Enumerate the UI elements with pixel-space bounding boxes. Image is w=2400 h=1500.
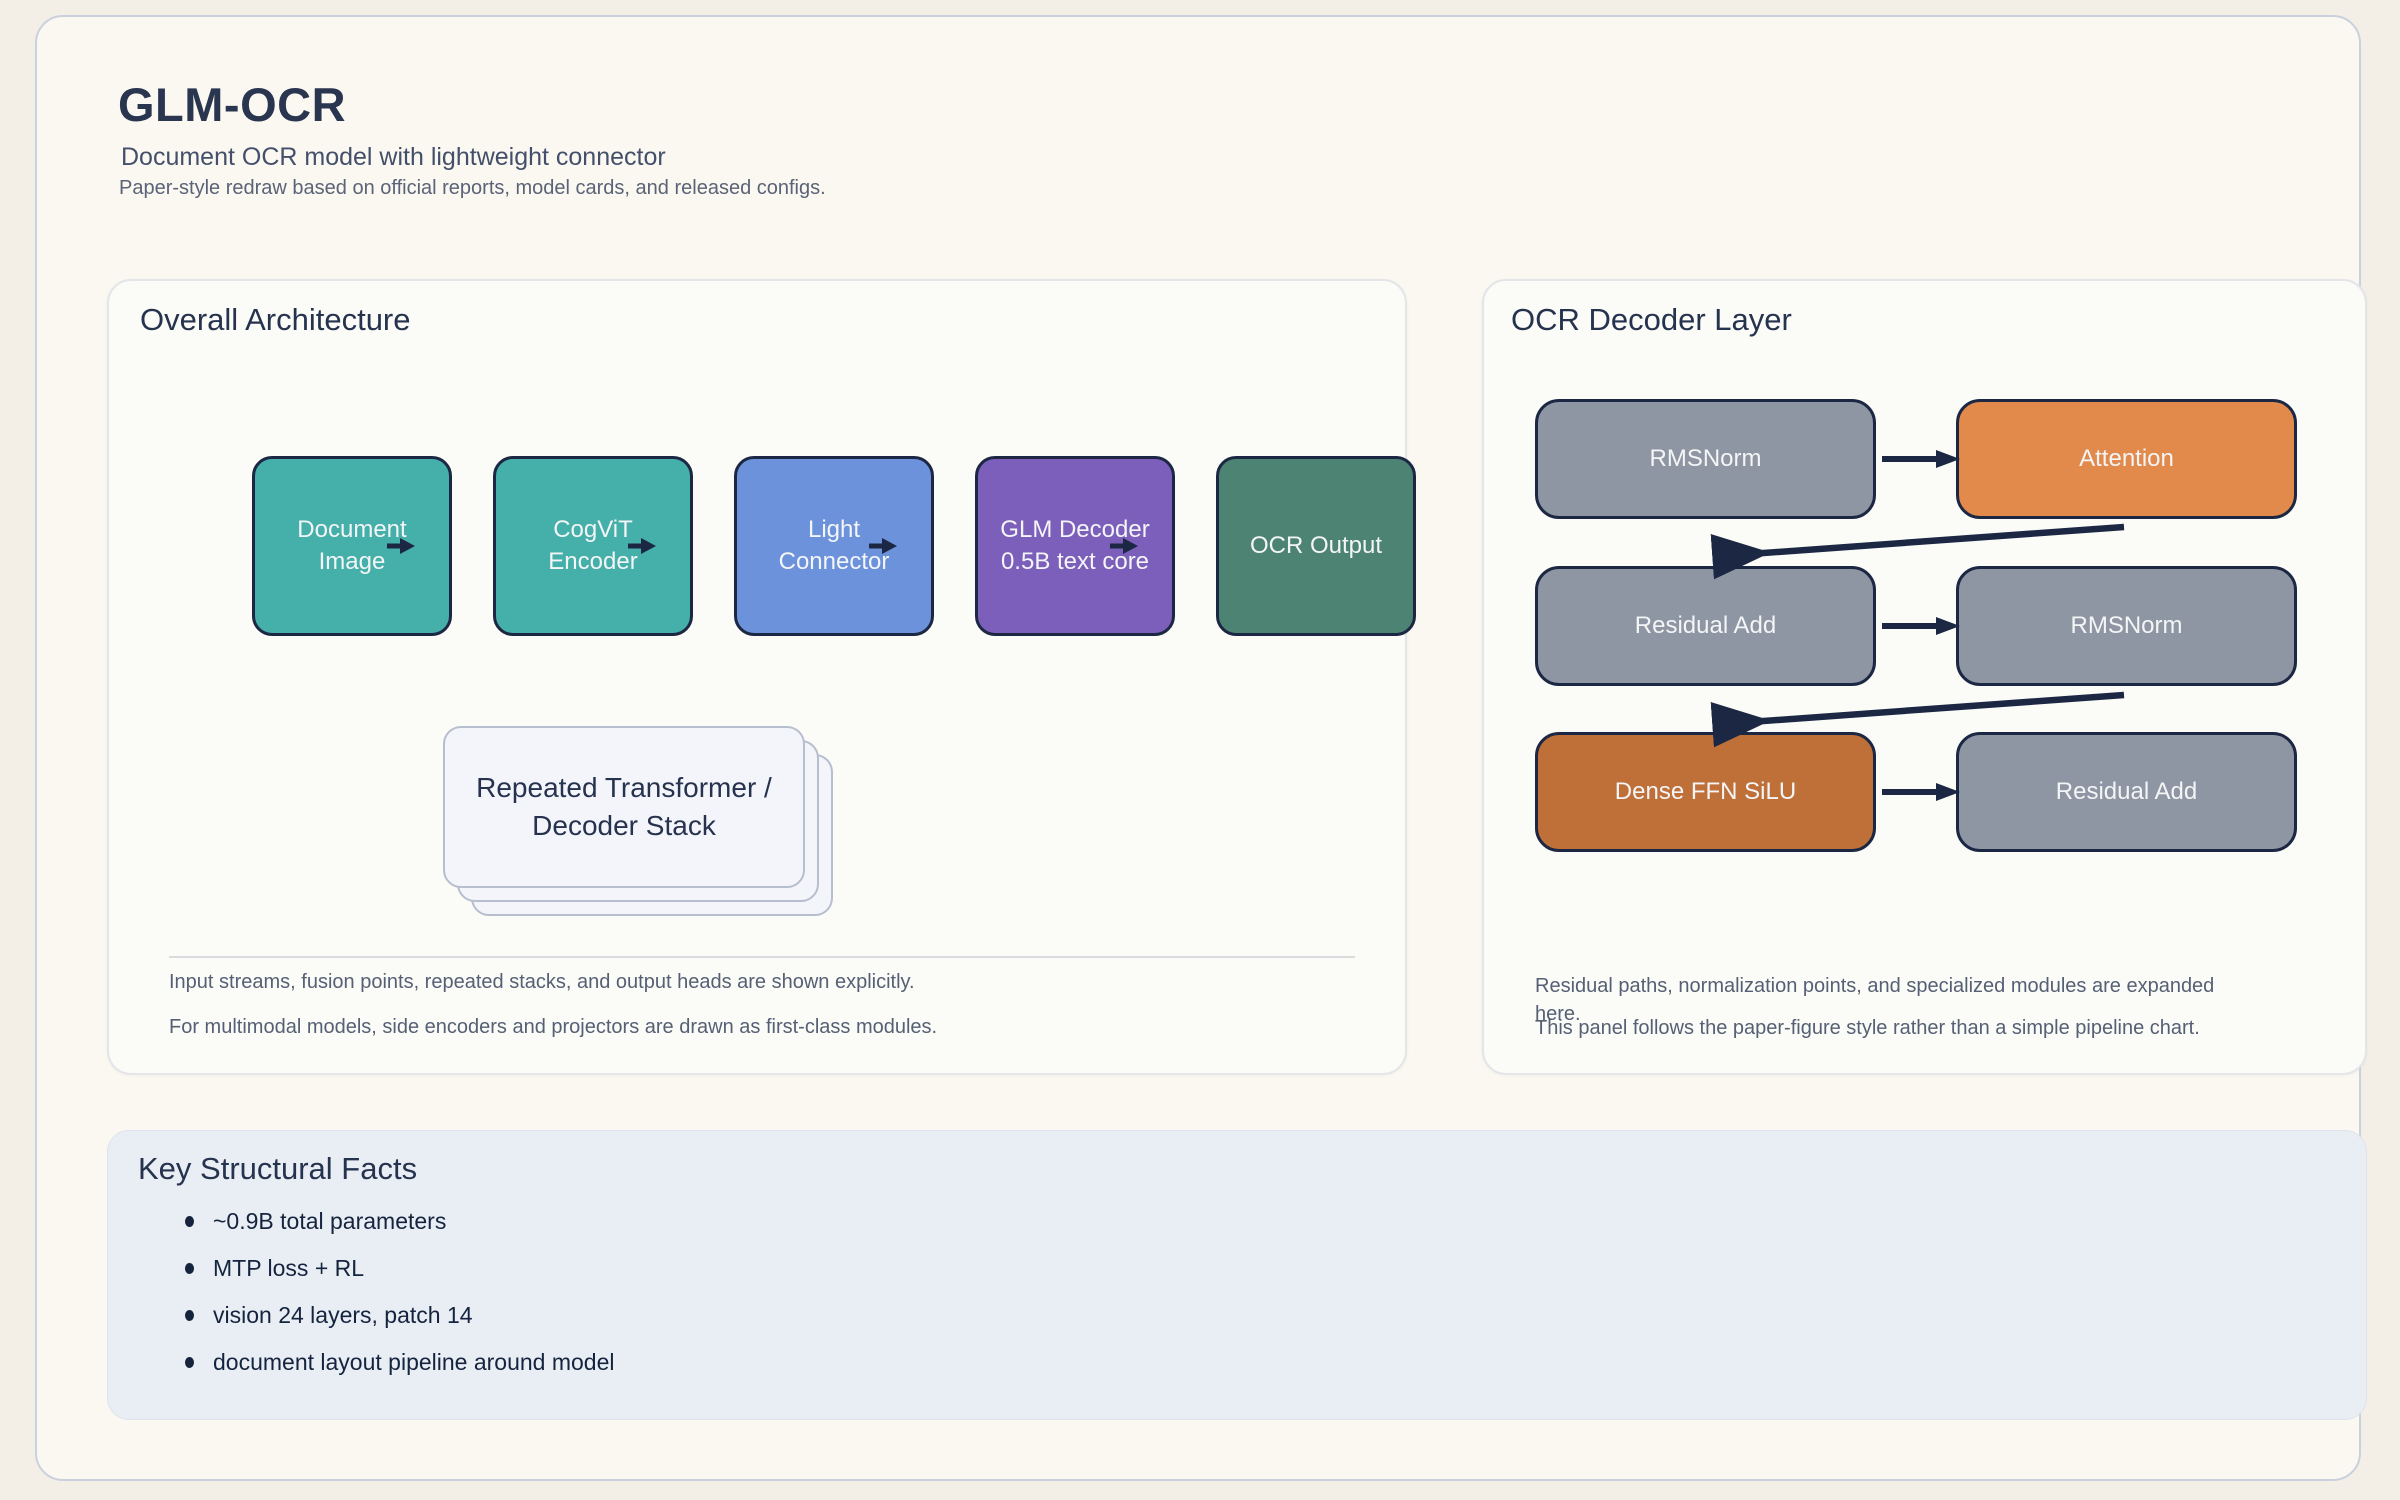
right-arrow-icon — [1882, 450, 1960, 468]
pipeline-box-ocr-output: OCR Output — [1216, 456, 1416, 636]
pipeline-box-cogvit-encoder: CogViT Encoder — [493, 456, 693, 636]
overall-architecture-title: Overall Architecture — [140, 302, 411, 337]
decoder-note-1: Residual paths, normalization points, an… — [1535, 975, 2215, 1025]
decoder-box-label: Residual Add — [2055, 778, 2198, 805]
pipeline-box-glm-decoder: GLM Decoder 0.5B text core — [975, 456, 1175, 636]
decoder-box-label: RMSNorm — [1649, 445, 1762, 472]
fact-item: document layout pipeline around model — [183, 1350, 615, 1374]
pipeline-box-label: CogViT — [553, 516, 633, 544]
pipeline-box-document-image: Document Image — [252, 456, 452, 636]
fact-item: vision 24 layers, patch 14 — [183, 1303, 615, 1327]
decoder-box-label: RMSNorm — [2070, 612, 2183, 639]
facts-list: ~0.9B total parameters MTP loss + RL vis… — [183, 1209, 615, 1397]
decoder-box-label: Residual Add — [1634, 612, 1777, 639]
right-arrow-icon — [387, 538, 415, 554]
pipeline-box-label: Encoder — [548, 548, 638, 575]
ocr-decoder-layer-panel: OCR Decoder Layer RMSNorm Attention Resi… — [1482, 279, 2367, 1075]
decoder-box-rmsnorm-1: RMSNorm — [1535, 399, 1876, 519]
pipeline-box-label: GLM Decoder — [1000, 516, 1150, 544]
pipeline-box-label: Image — [318, 548, 386, 575]
right-arrow-icon — [1882, 783, 1960, 801]
page-note: Paper-style redraw based on official rep… — [119, 177, 826, 199]
key-structural-facts-title: Key Structural Facts — [138, 1151, 418, 1186]
stack-card-label: Decoder Stack — [532, 810, 716, 841]
overall-note-1: Input streams, fusion points, repeated s… — [169, 971, 915, 993]
ocr-decoder-layer-title: OCR Decoder Layer — [1511, 302, 1792, 337]
fact-item: MTP loss + RL — [183, 1256, 615, 1280]
right-arrow-icon — [869, 538, 897, 554]
pipeline-box-light-connector: Light Connector — [734, 456, 934, 636]
decoder-box-rmsnorm-2: RMSNorm — [1956, 566, 2297, 686]
right-arrow-icon — [1882, 617, 1960, 635]
decoder-box-attention: Attention — [1956, 399, 2297, 519]
page-subtitle: Document OCR model with lightweight conn… — [121, 143, 666, 171]
decoder-box-label: Attention — [2079, 445, 2174, 472]
fact-item: ~0.9B total parameters — [183, 1209, 615, 1233]
repeated-stack-card: Repeated Transformer / Decoder Stack — [443, 726, 805, 888]
decoder-box-residual-add-1: Residual Add — [1535, 566, 1876, 686]
overall-note-2: For multimodal models, side encoders and… — [169, 1016, 938, 1038]
pipeline-box-label: OCR Output — [1249, 532, 1383, 560]
panel-divider — [169, 956, 1355, 958]
residual-arrow-1 — [1710, 523, 2125, 580]
decoder-note-2: This panel follows the paper-figure styl… — [1535, 1017, 2200, 1039]
stack-card-label: Repeated Transformer / — [476, 772, 772, 804]
right-arrow-icon — [1110, 538, 1138, 554]
residual-arrow-2 — [1710, 691, 2125, 748]
page-title: GLM-OCR — [118, 78, 347, 131]
right-arrow-icon — [628, 538, 656, 554]
decoder-box-dense-ffn-silu: Dense FFN SiLU — [1535, 732, 1876, 852]
decoder-box-label: Dense FFN SiLU — [1614, 778, 1797, 805]
key-structural-facts-panel: Key Structural Facts ~0.9B total paramet… — [107, 1130, 2367, 1420]
pipeline-box-label: Connector — [778, 548, 890, 575]
main-card: GLM-OCR Document OCR model with lightwei… — [35, 15, 2367, 1481]
decoder-box-residual-add-2: Residual Add — [1956, 732, 2297, 852]
pipeline-box-label: Light — [807, 516, 861, 544]
pipeline-box-label: Document — [297, 516, 407, 544]
overall-architecture-panel: Overall Architecture Document Image CogV… — [107, 279, 1416, 1075]
